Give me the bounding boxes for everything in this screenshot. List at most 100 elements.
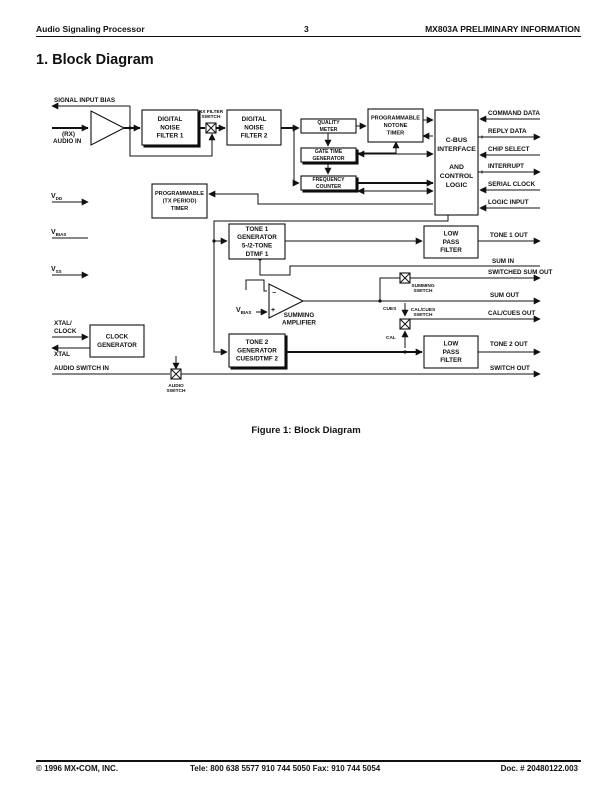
cal-cues-switch-label: CAL/CUES (411, 307, 436, 313)
tone-1-generator-label: DTMF 1 (246, 251, 269, 258)
cbus-interface-label: AND (449, 164, 464, 171)
programmable-tx-timer-label: (TX PERIOD) (163, 199, 197, 205)
low-pass-filter-2-label: PASS (443, 349, 460, 356)
to-summing-switch-wire (379, 277, 400, 301)
cal-cues-switch-label: SWITCH (414, 312, 433, 318)
frequency-counter-label: COUNTER (316, 184, 342, 190)
block-diagram: SIGNAL INPUT BIAS (RX)AUDIO IN DIGITAL NOIS… (51, 97, 553, 394)
filter-bypass-wire (129, 128, 216, 157)
control-bus-wire (213, 215, 449, 356)
to-freq-wire (292, 128, 300, 187)
xtal-clock-label: XTAL/ (54, 320, 72, 327)
sum-in-label: SUM IN (492, 258, 514, 265)
chip-select-label: CHIP SELECT (488, 146, 530, 153)
clock-label: CLOCK (54, 328, 77, 335)
frequency-counter (300, 175, 357, 191)
digital-noise-filter-2-label: NOISE (244, 124, 264, 131)
summing-amplifier-label: SUMMING (284, 312, 315, 319)
quality-meter-label: METER (320, 127, 338, 133)
low-pass-filter-2-label: FILTER (440, 357, 462, 364)
audio-switch-label: AUDIO (168, 383, 184, 389)
reply-data-label: REPLY DATA (488, 128, 527, 135)
command-data-label: COMMAND DATA (488, 110, 540, 117)
low-pass-filter-1-label: LOW (444, 231, 459, 238)
programmable-tx-timer-label: PROGRAMMABLE (155, 191, 204, 197)
junction-dot (212, 239, 216, 243)
programmable-tx-timer (151, 183, 208, 219)
low-pass-filter-1-label: FILTER (440, 247, 462, 254)
tone-2-generator (228, 333, 286, 368)
cbus-interface-label: INTERFACE (437, 146, 476, 153)
amp-minus-label: − (272, 290, 276, 297)
cal-cues-switch-cross (399, 318, 411, 330)
digital-noise-filter-1-label: DIGITAL (158, 116, 183, 123)
summing-switch-cross (399, 272, 411, 284)
vbias-amp-label: VBIAS (236, 307, 251, 315)
frequency-counter-label: FREQUENCY (313, 177, 346, 183)
cbus-interface (434, 109, 479, 216)
programmable-tx-timer-label: TIMER (171, 206, 188, 212)
audio-in-label: AUDIO IN (53, 138, 82, 145)
low-pass-filter-1-label: PASS (443, 239, 460, 246)
cues-label: CUES (383, 306, 397, 312)
low-pass-filter-2-label: LOW (444, 341, 459, 348)
section-title: 1. Block Diagram (36, 52, 154, 68)
tone-1-out-label: TONE 1 OUT (490, 232, 528, 239)
programmable-notone-timer (367, 108, 424, 143)
summing-switch-label: SWITCH (414, 288, 433, 294)
switched-sum-out-label: SWITCHED SUM OUT (488, 269, 553, 276)
low-pass-filter-2 (423, 335, 479, 369)
clock-generator (89, 324, 145, 358)
summing-amplifier (268, 283, 305, 319)
header-rule (36, 36, 581, 37)
audio-switch-in-label: AUDIO SWITCH IN (54, 365, 109, 372)
sum-out-label: SUM OUT (490, 292, 519, 299)
figure-caption: Figure 1: Block Diagram (251, 425, 361, 436)
digital-noise-filter-2 (226, 109, 282, 146)
header-part-info: MX803A PRELIMINARY INFORMATION (425, 24, 580, 34)
vbias-label: VBIAS (51, 229, 66, 237)
header-page-number: 3 (304, 24, 309, 34)
quality-meter-label: QUALITY (317, 120, 340, 126)
gate-to-notone-wire (356, 141, 400, 154)
cbus-to-timer-wire (208, 190, 433, 205)
vss-label: VSS (51, 266, 62, 274)
footer-contact: Tele: 800 638 5577 910 744 5050 Fax: 910… (190, 764, 381, 773)
vdd-label: VDD (51, 193, 63, 201)
digital-noise-filter-1 (141, 109, 199, 146)
tone-1-generator-label: GENERATOR (237, 234, 277, 241)
cal-cues-out-label: CAL/CUES OUT (488, 310, 535, 317)
tone-2-out-label: TONE 2 OUT (490, 341, 528, 348)
junction-dot (403, 350, 407, 354)
tone-1-generator-label: 5-/2-TONE (242, 242, 272, 249)
switch-out-label: SWITCH OUT (490, 365, 530, 372)
gate-time-generator (300, 147, 357, 163)
clock-generator-label: GENERATOR (97, 342, 137, 349)
summing-switch-label: SUMMING (411, 283, 434, 289)
summing-amplifier-label: AMPLIFIER (282, 320, 316, 327)
gate-time-generator-label: GATE TIME (315, 149, 343, 155)
digital-noise-filter-1-label: FILTER 1 (157, 133, 184, 140)
cbus-interface-label: C-BUS (446, 137, 468, 144)
signal-input-bias-label: SIGNAL INPUT BIAS (54, 97, 115, 104)
interrupt-label: INTERRUPT (488, 163, 524, 170)
tone-2-generator-label: TONE 2 (246, 339, 269, 346)
audio-switch-cross (170, 368, 182, 380)
rx-label: (RX) (62, 131, 75, 138)
audio-switch-label: SWITCH (167, 388, 186, 394)
input-amplifier (90, 110, 126, 146)
xtal-label: XTAL (54, 351, 70, 358)
amp-feedback-wire (245, 279, 267, 292)
tone-2-generator-label: CUES/DTMF 2 (236, 356, 278, 363)
cal-label: CAL (386, 335, 396, 341)
digital-noise-filter-2-label: FILTER 2 (241, 133, 268, 140)
tone-1-generator-label: TONE 1 (246, 226, 269, 233)
rx-filter-switch-cross (205, 122, 217, 134)
sum-in-wire (259, 259, 540, 276)
clock-generator-label: CLOCK (106, 334, 129, 341)
footer-doc-number: Doc. # 20480122.003 (500, 764, 578, 773)
low-pass-filter-1 (423, 225, 479, 259)
header-doc-title: Audio Signaling Processor (36, 24, 145, 34)
tone-2-generator-label: GENERATOR (237, 347, 277, 354)
amp-plus-label: + (271, 307, 275, 314)
